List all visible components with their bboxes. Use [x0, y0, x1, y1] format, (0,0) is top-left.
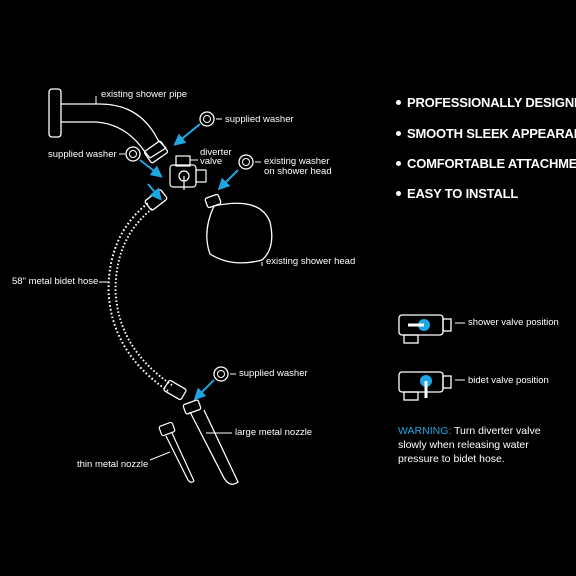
washer-bottom [213, 366, 229, 382]
label-existing-shower-pipe: existing shower pipe [101, 89, 188, 100]
label-bidet-valve-position: bidet valve position [468, 375, 549, 386]
shower-pipe-drawing [48, 88, 169, 164]
bullet-icon [396, 161, 401, 167]
label-supplied-washer-left: supplied washer [48, 149, 117, 160]
large-nozzle-drawing [182, 399, 239, 485]
bullet-icon [396, 100, 401, 106]
label-existing-washer-1: existing washer [264, 156, 330, 167]
label-supplied-washer-bottom: supplied washer [239, 368, 308, 379]
label-existing-washer-2: on shower head [264, 166, 332, 177]
label-metal-bidet-hose: 58" metal bidet hose [12, 276, 99, 287]
label-thin-metal-nozzle: thin metal nozzle [77, 459, 149, 470]
label-large-metal-nozzle: large metal nozzle [235, 427, 313, 438]
washer-existing [238, 154, 254, 170]
washer-left [125, 146, 141, 162]
bullet-icon [396, 131, 401, 137]
feature-item: EASY TO INSTALL [396, 186, 518, 201]
feature-item: PROFESSIONALLY DESIGNED [396, 95, 576, 110]
assembly-arrows [139, 123, 239, 401]
bidet-valve-icon [398, 371, 452, 401]
label-existing-shower-head: existing shower head [266, 256, 356, 267]
warning-text: Turn diverter valve slowly when releasin… [398, 425, 541, 465]
warning-note: WARNING: Turn diverter valve slowly when… [398, 424, 568, 466]
bullet-icon [396, 191, 401, 197]
label-shower-valve-position: shower valve position [468, 317, 559, 328]
feature-item: SMOOTH SLEEK APPEARANCE [396, 126, 576, 141]
label-diverter-valve-1: diverter [200, 147, 232, 158]
bidet-hose-drawing [107, 189, 187, 401]
warning-label: WARNING: [398, 425, 452, 437]
thin-nozzle-drawing [158, 421, 195, 483]
shower-head-drawing [204, 193, 273, 264]
label-diverter-valve-2: valve [200, 156, 223, 167]
washer-top [199, 111, 215, 127]
shower-valve-icon [398, 314, 452, 344]
diverter-valve-drawing [169, 155, 207, 190]
feature-item: COMFORTABLE ATTACHMENTS [396, 156, 576, 171]
label-supplied-washer-top: supplied washer [225, 114, 294, 125]
